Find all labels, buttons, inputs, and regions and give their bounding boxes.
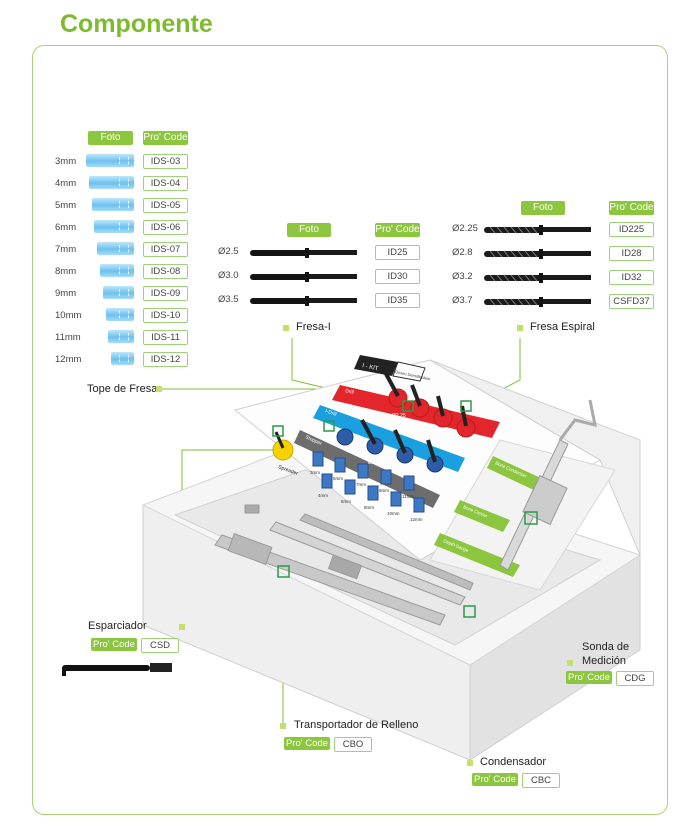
stopper-slot-label: 12mm bbox=[410, 517, 423, 522]
stopper-size-label: 10mm bbox=[55, 310, 82, 321]
stopper-code: IDS-09 bbox=[143, 286, 188, 301]
transportador-procode-tag: Pro' Code bbox=[284, 737, 330, 750]
fresa-espiral-procode-header: Pro' Code bbox=[609, 201, 654, 215]
drill-image bbox=[484, 247, 594, 259]
drill-code: ID28 bbox=[609, 246, 654, 261]
stopper-sleeve-image bbox=[102, 286, 134, 299]
stopper-slot-label: 11mm bbox=[402, 494, 414, 499]
stopper-sleeve-image bbox=[111, 352, 134, 365]
red-stripe-diameter: Ø3.7 bbox=[460, 443, 471, 449]
drill-code: ID25 bbox=[375, 245, 420, 260]
blue-stripe-diameter: Ø3.0 bbox=[398, 469, 409, 475]
drill-image bbox=[484, 295, 594, 307]
stopper-size-label: 11mm bbox=[55, 332, 81, 343]
drill-diameter-label: Ø3.0 bbox=[218, 270, 239, 281]
page-title: Componente bbox=[60, 10, 213, 38]
stopper-code: IDS-05 bbox=[143, 198, 188, 213]
fresa-espiral-foto-header: Foto bbox=[521, 201, 565, 215]
stopper-slot-label: 10mm bbox=[387, 511, 400, 516]
drill-code: ID35 bbox=[375, 293, 420, 308]
drill-image bbox=[250, 294, 360, 306]
sonda-procode-tag: Pro' Code bbox=[566, 671, 612, 684]
stopper-size-label: 9mm bbox=[55, 288, 77, 299]
stopper-code: IDS-04 bbox=[143, 176, 188, 191]
drill-diameter-label: Ø2.5 bbox=[218, 246, 239, 257]
stopper-size-label: 4mm bbox=[55, 178, 77, 189]
content-frame bbox=[32, 45, 668, 815]
red-stripe-diameter: Ø3.2 bbox=[437, 433, 448, 439]
sonda-label-line2: Medición bbox=[582, 655, 627, 667]
stopper-sleeve-image bbox=[105, 308, 134, 321]
stopper-sleeve-image bbox=[91, 198, 134, 211]
stopper-size-label: 5mm bbox=[55, 200, 77, 211]
drill-stripe-label: Drill bbox=[345, 388, 355, 396]
blue-stripe-diameter: Ø3.5 bbox=[428, 478, 439, 484]
stopper-code: IDS-06 bbox=[143, 220, 188, 235]
stopper-slot-label: 6mm bbox=[341, 499, 351, 504]
tope-de-fresa-label: Tope de Fresa bbox=[87, 383, 158, 395]
drill-diameter-label: Ø2.25 bbox=[452, 223, 478, 234]
drill-diameter-label: Ø3.2 bbox=[452, 271, 473, 282]
fresa-i-foto-header: Foto bbox=[287, 223, 331, 237]
condensador-code: CBC bbox=[522, 773, 560, 788]
drill-image bbox=[250, 270, 360, 282]
esparciador-label: Esparciador bbox=[88, 620, 147, 632]
drill-image bbox=[484, 223, 594, 235]
drill-diameter-label: Ø2.8 bbox=[452, 247, 473, 258]
sonda-code: CDG bbox=[616, 671, 654, 686]
stopper-sleeve-image bbox=[94, 220, 134, 233]
drill-code: ID30 bbox=[375, 269, 420, 284]
drill-image bbox=[250, 246, 360, 258]
esparciador-procode-tag: Pro' Code bbox=[91, 638, 137, 651]
stopper-slot-label: 8mm bbox=[364, 505, 374, 510]
stopper-size-label: 8mm bbox=[55, 266, 77, 277]
stopper-slot-label: 4mm bbox=[318, 493, 328, 498]
sonda-label-line1: Sonda de bbox=[582, 641, 630, 653]
stopper-code: IDS-08 bbox=[143, 264, 188, 279]
esparciador-code: CSD bbox=[141, 638, 179, 653]
drill-diameter-label: Ø3.5 bbox=[218, 294, 239, 305]
procode-header: Pro' Code bbox=[143, 131, 188, 145]
condensador-label: Condensador bbox=[480, 756, 547, 768]
transportador-label: Transportador de Relleno bbox=[294, 719, 419, 731]
idrill-stripe-label: I-Drill bbox=[324, 408, 337, 418]
red-stripe-diameter: Ø2.8 bbox=[414, 423, 425, 429]
fresa-i-procode-header: Pro' Code bbox=[375, 223, 420, 237]
stopper-sleeve-image bbox=[88, 176, 134, 189]
transportador-code: CBO bbox=[334, 737, 372, 752]
foto-header: Foto bbox=[88, 131, 133, 145]
stopper-sleeve-image bbox=[100, 264, 134, 277]
drill-code: ID225 bbox=[609, 222, 654, 237]
fresa-i-title: Fresa-I bbox=[296, 321, 331, 333]
condensador-procode-tag: Pro' Code bbox=[472, 773, 518, 786]
stopper-code: IDS-10 bbox=[143, 308, 188, 323]
red-stripe-diameter: Ø2.25 bbox=[392, 413, 406, 419]
stopper-sleeve-image bbox=[86, 154, 134, 167]
stopper-slot-label: 7mm bbox=[356, 482, 366, 487]
drill-code: CSFD37 bbox=[609, 294, 654, 309]
stopper-slot-label: 9mm bbox=[379, 488, 389, 493]
stopper-size-label: 6mm bbox=[55, 222, 77, 233]
stopper-sleeve-image bbox=[108, 330, 134, 343]
drill-code: ID32 bbox=[609, 270, 654, 285]
drill-diameter-label: Ø3.7 bbox=[452, 295, 473, 306]
stopper-sleeve-image bbox=[97, 242, 134, 255]
stopper-size-label: 12mm bbox=[55, 354, 82, 365]
stopper-size-label: 3mm bbox=[55, 156, 77, 167]
fresa-espiral-title: Fresa Espiral bbox=[530, 321, 595, 333]
blue-stripe-diameter: Ø2.5 bbox=[368, 460, 379, 466]
stopper-size-label: 7mm bbox=[55, 244, 77, 255]
stopper-slot-label: 3mm bbox=[310, 470, 320, 475]
stopper-code: IDS-07 bbox=[143, 242, 188, 257]
stopper-slot-label: 5mm bbox=[333, 476, 343, 481]
drill-image bbox=[484, 271, 594, 283]
stopper-code: IDS-12 bbox=[143, 352, 188, 367]
kit-label: I - KIT bbox=[362, 363, 380, 372]
stopper-code: IDS-11 bbox=[143, 330, 188, 345]
stopper-code: IDS-03 bbox=[143, 154, 188, 169]
